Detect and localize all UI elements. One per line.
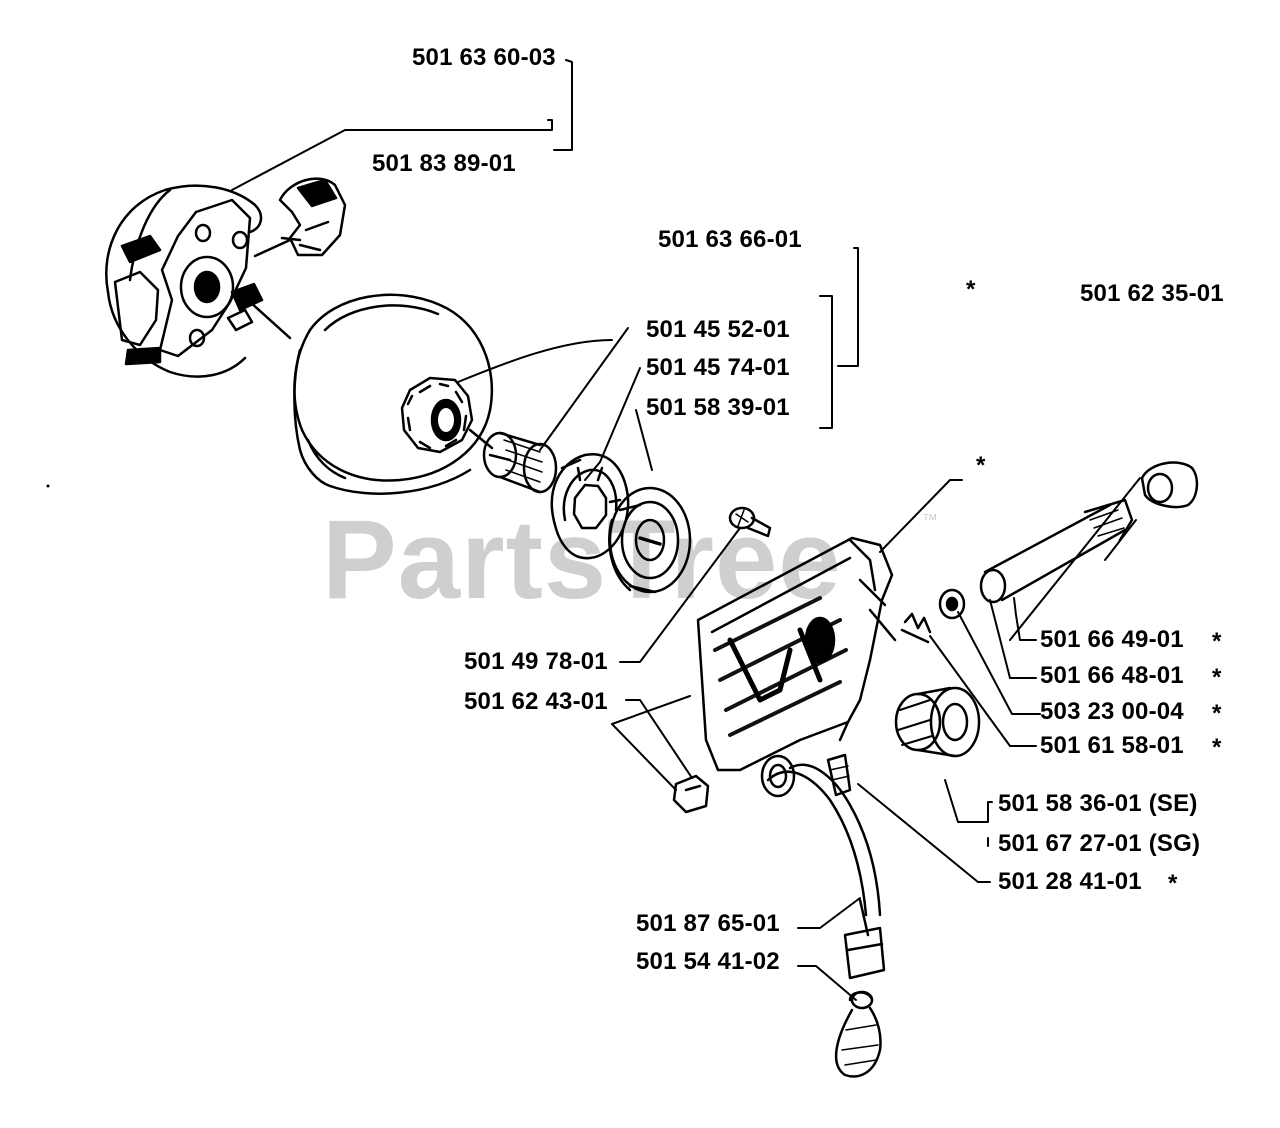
asterisk-mark: * bbox=[1212, 700, 1222, 727]
label-501-45-52-01[interactable]: 501 45 52-01 bbox=[646, 316, 790, 343]
washer[interactable] bbox=[608, 486, 692, 594]
worm-gear[interactable] bbox=[894, 686, 981, 758]
oil-filter[interactable] bbox=[834, 990, 882, 1078]
label-501-45-74-01[interactable]: 501 45 74-01 bbox=[646, 354, 790, 381]
label-501-83-89-01[interactable]: 501 83 89-01 bbox=[372, 150, 516, 177]
label-501-61-58-01[interactable]: 501 61 58-01 bbox=[1040, 732, 1184, 759]
asterisk-mark: * bbox=[1212, 734, 1222, 761]
asterisk-mark: * bbox=[966, 276, 976, 303]
asterisk-mark: * bbox=[976, 452, 986, 479]
label-501-63-60-03[interactable]: 501 63 60-03 bbox=[412, 44, 556, 71]
nut[interactable] bbox=[672, 774, 710, 814]
label-501-67-27-01-sg[interactable]: 501 67 27-01 (SG) bbox=[998, 830, 1201, 857]
seal[interactable] bbox=[938, 588, 966, 620]
oil-hose[interactable] bbox=[760, 754, 886, 980]
label-501-62-35-01[interactable]: 501 62 35-01 bbox=[1080, 280, 1224, 307]
stray-dot bbox=[46, 484, 50, 488]
leader-lines bbox=[231, 59, 1141, 1001]
clutch-assembly[interactable] bbox=[105, 177, 347, 378]
needle-bearing[interactable] bbox=[482, 431, 558, 494]
rim-sprocket[interactable] bbox=[550, 452, 630, 560]
label-501-62-43-01[interactable]: 501 62 43-01 bbox=[464, 688, 608, 715]
label-501-54-41-02[interactable]: 501 54 41-02 bbox=[636, 948, 780, 975]
oil-pump-plate[interactable] bbox=[696, 536, 897, 772]
screw[interactable] bbox=[728, 506, 772, 538]
asterisk-mark: * bbox=[1212, 664, 1222, 691]
label-501-66-48-01[interactable]: 501 66 48-01 bbox=[1040, 662, 1184, 689]
label-501-66-49-01[interactable]: 501 66 49-01 bbox=[1040, 626, 1184, 653]
label-501-58-36-01-se[interactable]: 501 58 36-01 (SE) bbox=[998, 790, 1198, 817]
pump-plunger[interactable] bbox=[979, 498, 1134, 604]
asterisk-mark: * bbox=[1212, 628, 1222, 655]
end-cap[interactable] bbox=[1140, 461, 1199, 509]
label-501-63-66-01[interactable]: 501 63 66-01 bbox=[658, 226, 802, 253]
label-501-28-41-01[interactable]: 501 28 41-01 bbox=[998, 868, 1142, 895]
spring[interactable] bbox=[900, 612, 932, 644]
trademark-symbol: ™ bbox=[922, 512, 938, 529]
label-501-58-39-01[interactable]: 501 58 39-01 bbox=[646, 394, 790, 421]
label-503-23-00-04[interactable]: 503 23 00-04 bbox=[1040, 698, 1184, 725]
asterisk-mark: * bbox=[1168, 870, 1178, 897]
label-501-87-65-01[interactable]: 501 87 65-01 bbox=[636, 910, 780, 937]
label-501-49-78-01[interactable]: 501 49 78-01 bbox=[464, 648, 608, 675]
hose-fitting[interactable] bbox=[826, 753, 852, 797]
clutch-drum[interactable] bbox=[293, 293, 494, 495]
